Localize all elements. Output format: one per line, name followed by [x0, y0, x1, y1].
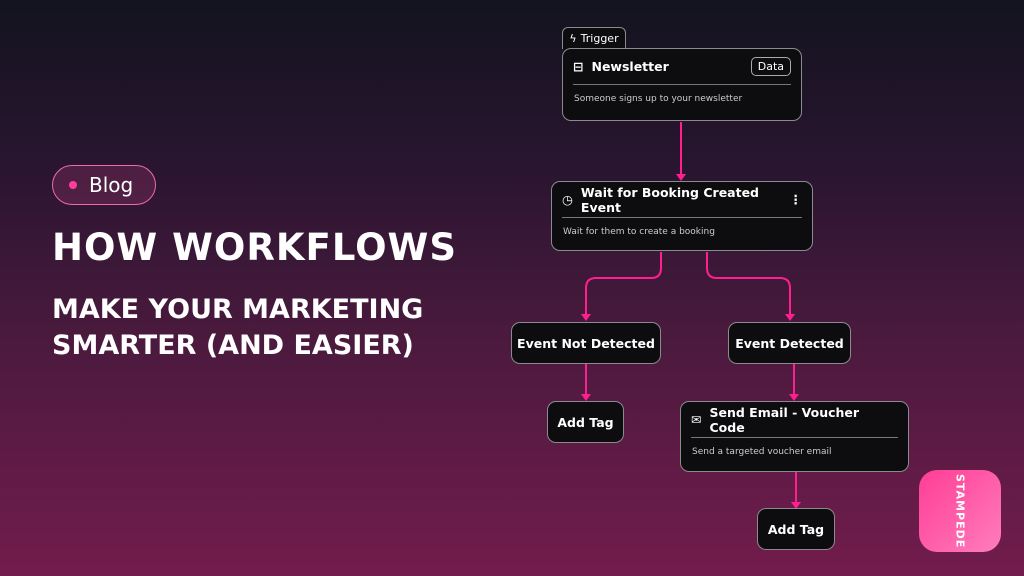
send-email-node[interactable]: ✉ Send Email - Voucher Code Send a target… [680, 401, 909, 472]
event-detected-node[interactable]: Event Detected [728, 322, 851, 364]
clock-icon: ◷ [562, 192, 573, 207]
wait-node[interactable]: ◷ Wait for Booking Created Event ⋮ Wait fo… [551, 181, 813, 251]
mail-icon: ✉ [691, 412, 702, 427]
lightning-icon: ϟ [569, 32, 577, 45]
dot-icon [69, 181, 77, 189]
stampede-logo: STAMPEDE [919, 470, 1001, 552]
node-title: Newsletter [591, 59, 669, 74]
node-description: Someone signs up to your newsletter [574, 94, 743, 104]
badge-label: Blog [89, 173, 134, 197]
blog-badge: Blog [52, 165, 156, 205]
subheadline: MAKE YOUR MARKETING SMARTER (AND EASIER) [52, 294, 424, 361]
node-title: Event Detected [735, 335, 844, 351]
node-title: Send Email - Voucher Code [709, 404, 860, 435]
logo-text: STAMPEDE [953, 473, 967, 549]
data-tag[interactable]: Data [750, 57, 791, 76]
newsletter-node[interactable]: ⊟ Newsletter Data Someone signs up to your… [562, 48, 802, 121]
add-tag-node[interactable]: Add Tag [757, 508, 835, 550]
headline: HOW WORKFLOWS [52, 226, 457, 269]
node-title: Wait for Booking Created Event [580, 184, 760, 215]
more-icon[interactable]: ⋮ [789, 192, 803, 207]
event-not-detected-node[interactable]: Event Not Detected [511, 322, 661, 364]
node-description: Send a targeted voucher email [692, 447, 832, 457]
inbox-icon: ⊟ [573, 59, 584, 74]
add-tag-node[interactable]: Add Tag [547, 401, 624, 443]
node-description: Wait for them to create a booking [563, 227, 715, 237]
node-title: Event Not Detected [517, 335, 655, 351]
node-title: Add Tag [767, 521, 825, 537]
trigger-text: Trigger [580, 32, 619, 45]
node-title: Add Tag [557, 414, 614, 430]
